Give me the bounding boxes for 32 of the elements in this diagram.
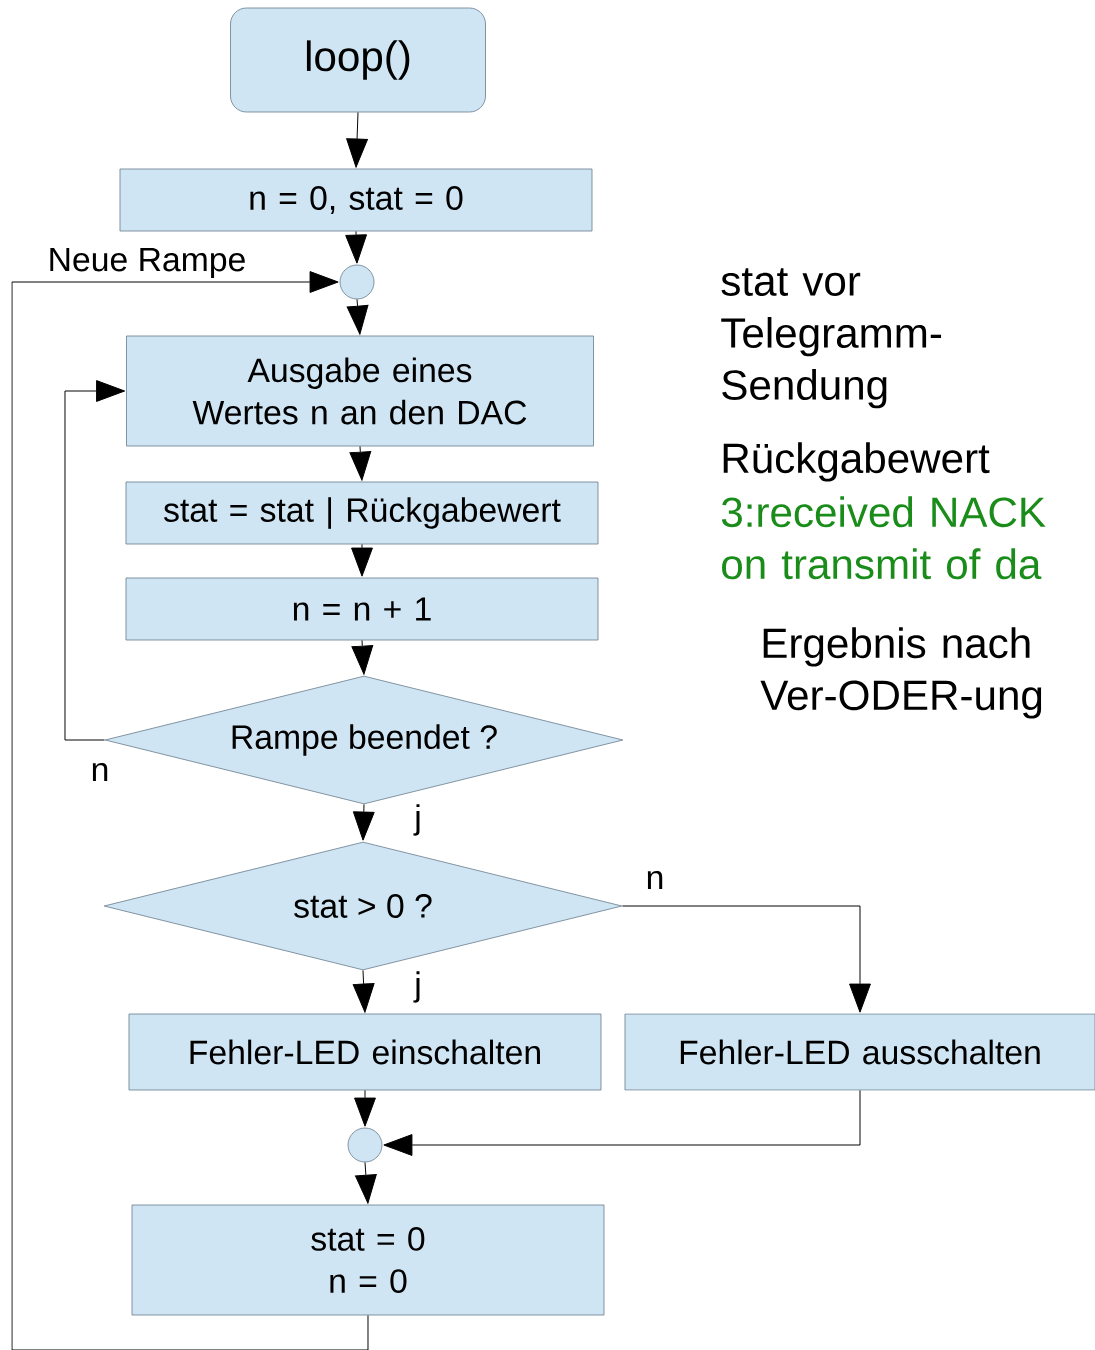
arrow: [352, 803, 375, 841]
edge-label: n: [647, 870, 663, 890]
process-box: Fehler-LED ausschalten: [624, 1013, 1095, 1091]
arrow: [351, 639, 374, 675]
annotation-text: stat vor Telegramm-Sendung: [721, 268, 942, 409]
arrow: [354, 1089, 376, 1127]
arrow: [349, 445, 372, 481]
process-box: Fehler-LED einschalten: [128, 1013, 602, 1091]
annotation-text: Ergebnis nach Ver-ODER-ung: [760, 627, 1042, 719]
process-box: n = n + 1: [125, 577, 599, 641]
arrow: [346, 298, 369, 335]
edge-label: Neue Rampe: [50, 247, 245, 279]
annotation-text: 3:received NACK on transmit of da: [721, 496, 1046, 580]
arrow: [351, 543, 373, 577]
arrow: [345, 230, 367, 264]
connector-circle: [339, 264, 375, 300]
process-box: stat = stat | Rückgabewert: [125, 481, 599, 545]
arrow: [64, 380, 126, 741]
process-box: stat = 0 n = 0: [131, 1204, 605, 1316]
arrow: [11, 271, 369, 1350]
annotation-text: Rückgabewert: [723, 442, 990, 482]
arrow: [383, 1089, 861, 1156]
process-box: Ausgabe eines Wertes n an den DAC: [126, 335, 594, 447]
edge-label: j: [413, 971, 420, 1003]
edge-label: j: [413, 804, 420, 836]
start-box: loop(): [230, 7, 486, 113]
arrow: [355, 1161, 377, 1204]
arrow: [621, 905, 871, 1013]
process-box: n = 0, stat = 0: [119, 168, 593, 232]
arrow: [352, 969, 375, 1013]
arrow: [346, 111, 368, 168]
connector-circle: [347, 1127, 383, 1163]
